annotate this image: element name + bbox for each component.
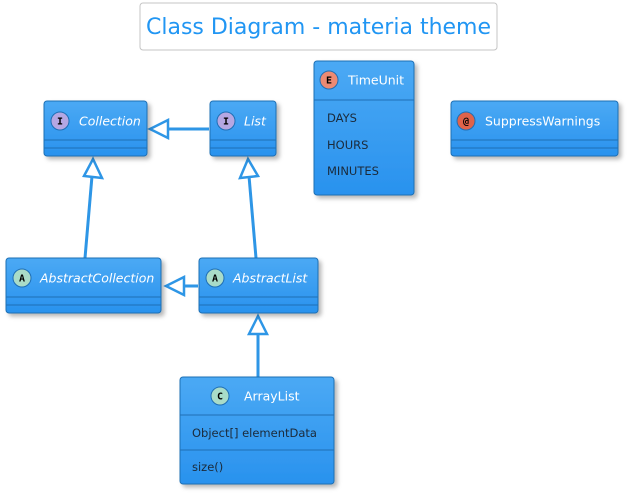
edge-abstractlist-list — [247, 175, 258, 259]
enum-value: MINUTES — [327, 164, 379, 178]
class-abstractlist[interactable]: A AbstractList — [198, 257, 319, 314]
class-suppresswarnings[interactable]: @ SuppressWarnings — [450, 100, 619, 157]
arrowhead-abstractlist-list — [238, 156, 261, 180]
class-badge-letter: C — [217, 392, 223, 403]
class-arraylist[interactable]: C ArrayList Object[] elementData size() — [179, 376, 335, 485]
annotation-badge-letter: @ — [463, 117, 469, 128]
annotation-badge — [456, 111, 476, 131]
class-name: ArrayList — [244, 389, 300, 404]
diagram-title: Class Diagram - materia theme — [139, 2, 498, 51]
diagram-title-text: Class Diagram - materia theme — [146, 15, 491, 40]
arrowhead-arraylist-abstractlist — [246, 313, 270, 336]
class-abstractcollection[interactable]: A AbstractCollection — [5, 257, 162, 314]
class-list[interactable]: I List — [209, 100, 277, 157]
class-collection[interactable]: I Collection — [43, 100, 148, 157]
class-timeunit[interactable]: E TimeUnit DAYS HOURS MINUTES — [313, 60, 415, 196]
interface-badge — [50, 111, 70, 131]
arrowhead-abstractlist-abstractcollection — [163, 274, 186, 298]
abstract-badge-letter: A — [212, 274, 218, 285]
interface-badge-letter: I — [57, 117, 63, 128]
class-name: AbstractList — [232, 271, 308, 286]
interface-badge-letter: I — [223, 117, 229, 128]
enum-value: HOURS — [327, 138, 368, 152]
relations — [82, 117, 270, 377]
class-method: size() — [192, 460, 223, 474]
class-name: SuppressWarnings — [485, 114, 600, 129]
abstract-badge-letter: A — [19, 274, 25, 285]
abstract-badge — [12, 268, 32, 288]
enum-badge — [319, 70, 339, 90]
arrowhead-list-collection — [147, 117, 170, 141]
class-name: TimeUnit — [347, 73, 404, 88]
class-badge — [210, 386, 230, 406]
interface-badge — [216, 111, 236, 131]
arrowhead-abstractcollection-collection — [82, 156, 105, 180]
class-name: Collection — [79, 114, 141, 129]
abstract-badge — [205, 268, 225, 288]
enum-badge-letter: E — [326, 76, 332, 87]
class-name: List — [244, 114, 267, 129]
edge-abstractcollection-collection — [83, 175, 94, 259]
class-name: AbstractCollection — [39, 271, 154, 286]
class-field: Object[] elementData — [192, 426, 317, 440]
enum-value: DAYS — [327, 111, 357, 125]
